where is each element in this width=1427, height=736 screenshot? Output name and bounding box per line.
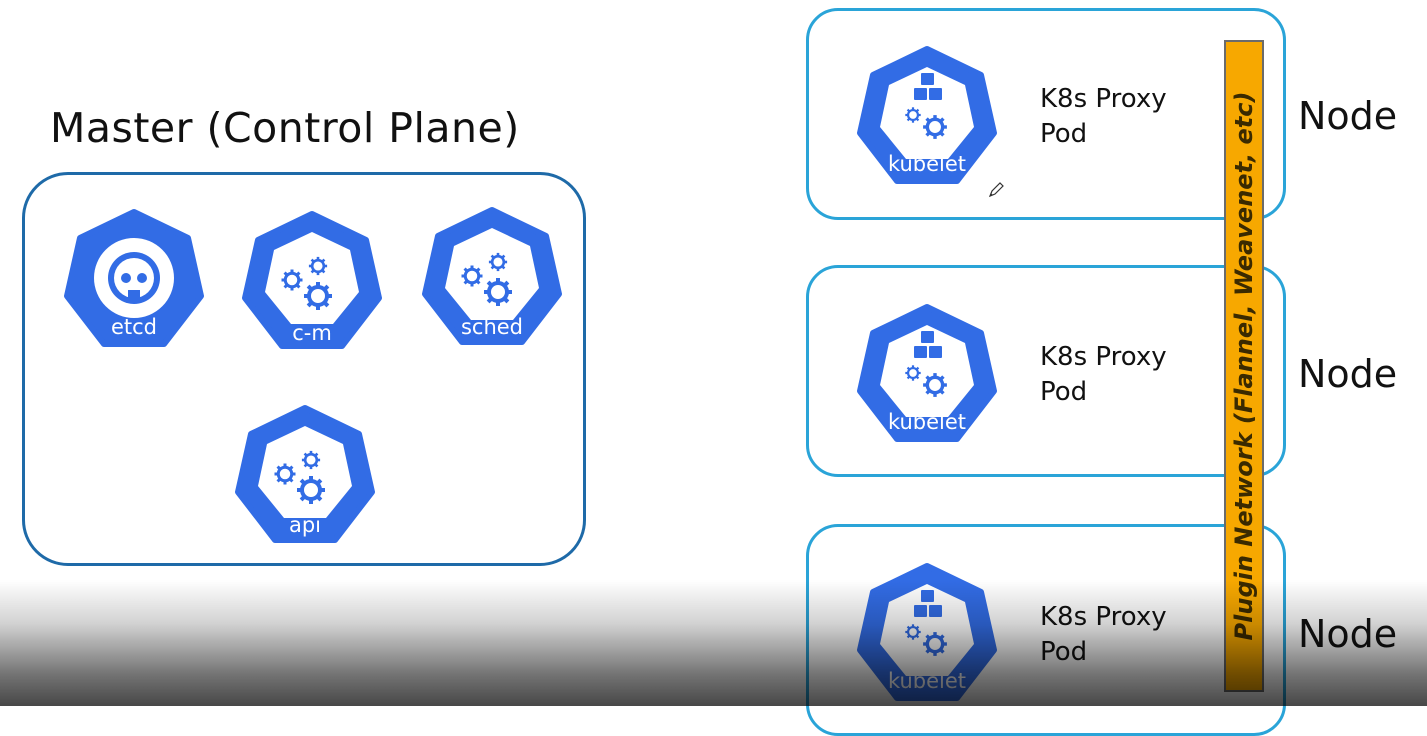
node-label-1: Node [1298,94,1398,138]
proxy-label: K8s Proxy [1040,342,1167,372]
c-m-label: c-m [292,321,332,345]
cubes-icon [914,331,942,358]
kubelet-component-3: kubelet [857,563,997,701]
kubelet-label: kubelet [888,152,966,176]
scheduler-component: sched [422,207,562,345]
api-server-component: api [235,405,375,543]
sched-label: sched [461,315,523,339]
node-1-text: K8s Proxy Pod [1040,82,1167,152]
proxy-label: K8s Proxy [1040,602,1167,632]
kubelet-label: kubelet [888,410,966,434]
node-label-3: Node [1298,612,1398,656]
cubes-icon [914,73,942,100]
pen-cursor-icon [988,182,1004,198]
kubelet-component-2: kubelet [857,304,997,442]
pod-label: Pod [1040,119,1088,149]
kubelet-component-1: kubelet [857,46,997,184]
controller-manager-component: c-m [242,211,382,349]
etcd-label: etcd [111,315,157,339]
node-label-2: Node [1298,352,1398,396]
api-label: api [289,513,321,537]
etcd-component: etcd [64,209,204,347]
plugin-network-label: Plugin Network (Flannel, Weavenet, etc) [1230,91,1258,641]
proxy-label: K8s Proxy [1040,84,1167,114]
etcd-icon [94,238,174,318]
pod-label: Pod [1040,377,1088,407]
node-3-text: K8s Proxy Pod [1040,600,1167,670]
pod-label: Pod [1040,637,1088,667]
master-box [22,172,586,566]
master-title: Master (Control Plane) [50,104,520,152]
plugin-network-bar: Plugin Network (Flannel, Weavenet, etc) [1224,40,1264,692]
node-2-text: K8s Proxy Pod [1040,340,1167,410]
kubelet-label: kubelet [888,669,966,693]
